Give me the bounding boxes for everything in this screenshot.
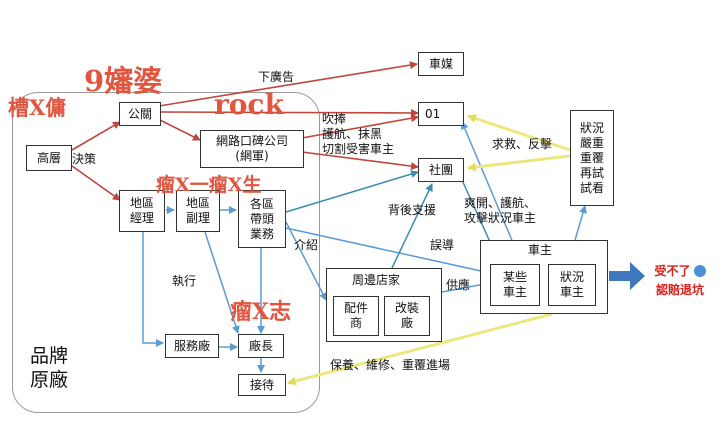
arrow-zhoubian-shetuan: [391, 183, 433, 269]
node-chemei: 車媒: [418, 52, 464, 76]
node-shetuan: 社團: [418, 158, 464, 182]
arrow-gequ-zhoubian: [285, 221, 327, 301]
arrow-wanglu-shetuan: [301, 151, 419, 171]
label-qiujiu: 求救、反擊: [492, 137, 553, 151]
exit-badge: 受不了 認賠退坑: [648, 262, 712, 298]
node-zhoubian-label: 周邊店家: [352, 273, 401, 287]
annotation-liu2: 瘤X志: [230, 299, 292, 325]
label-zhixing: 執行: [172, 274, 197, 288]
label-chuipeng: 吹捧 護航、抹黑 切割受害車主: [322, 112, 395, 156]
arrow-gongguan-wanglu: [159, 119, 201, 141]
arrow-big-shetuan: [467, 154, 571, 172]
node-gaoceng: 高層: [26, 145, 72, 171]
label-shuangkai: 爽開、護航、 攻擊狀況車主: [464, 196, 537, 225]
arrow-gongguan-o1: [159, 108, 419, 117]
arrow-wanglu-o1: [301, 114, 419, 139]
brand-factory-region: [12, 92, 320, 413]
annotation-cao: 槽X傭: [8, 95, 67, 120]
arrow-chezhu-jiedai: [287, 312, 553, 386]
annotation-rock: rock: [214, 88, 284, 121]
red-arrows: [71, 61, 419, 201]
node-mouxie: 某些 車主: [490, 264, 540, 306]
label-juece: 決策: [72, 152, 97, 166]
node-fuwuchang: 服務廠: [165, 334, 219, 358]
arrow-big-o1: [467, 114, 571, 152]
badge-text: 受不了: [654, 264, 691, 278]
node-jiedai: 接待: [238, 374, 286, 396]
gold-arrows: [287, 114, 571, 386]
emoji-face-icon: [693, 264, 706, 277]
node-diqu-fuli: 地區 副理: [176, 190, 220, 232]
arrow-gequ-shetuan: [285, 170, 419, 213]
annotation-bobo: 9嬸婆: [84, 64, 163, 98]
arrow-gaoceng-gongguan: [71, 121, 121, 151]
label-gongying: 供應: [446, 278, 471, 292]
node-changzhang: 廠長: [238, 334, 284, 358]
arrow-diqufuli-changzhang: [204, 231, 240, 334]
label-jieshao: 介紹: [294, 238, 319, 252]
arrow-gongguan-chemei: [158, 61, 418, 107]
node-gongguan: 公關: [119, 102, 161, 126]
node-zhuangkuang-big: 狀況 嚴重 重覆 再試 試看: [570, 110, 614, 206]
arrow-gaoceng-diqujingli: [71, 165, 121, 201]
label-xia-guanggao: 下廣告: [258, 70, 295, 84]
node-zhuangkuang: 狀況 車主: [548, 264, 596, 306]
label-baoyang: 保養、維修、重覆進場: [330, 358, 451, 372]
node-o1: 01: [418, 102, 464, 126]
node-wanglu: 網路口碑公司 (網軍): [200, 130, 304, 168]
arrow-gequ-mouxie: [285, 227, 491, 276]
badge-subtext: 認賠退坑: [655, 283, 704, 297]
node-diqu-jingli: 地區 經理: [119, 190, 165, 232]
arrow-diqujingli-fuwuchang: [142, 232, 164, 347]
label-beihou: 背後支援: [388, 203, 437, 217]
label-pinpai: 品牌 原廠: [30, 345, 69, 391]
node-chezhu-label: 車主: [528, 243, 553, 257]
node-gequ: 各區 帶頭 業務: [238, 190, 286, 248]
arrow-exit: [609, 262, 645, 290]
label-wudao: 誤導: [430, 238, 455, 252]
annotation-liu1: 瘤X一瘤X生: [156, 174, 262, 196]
node-peijian: 配件 商: [333, 296, 379, 336]
node-gaizhuang: 改裝 廠: [384, 296, 430, 336]
